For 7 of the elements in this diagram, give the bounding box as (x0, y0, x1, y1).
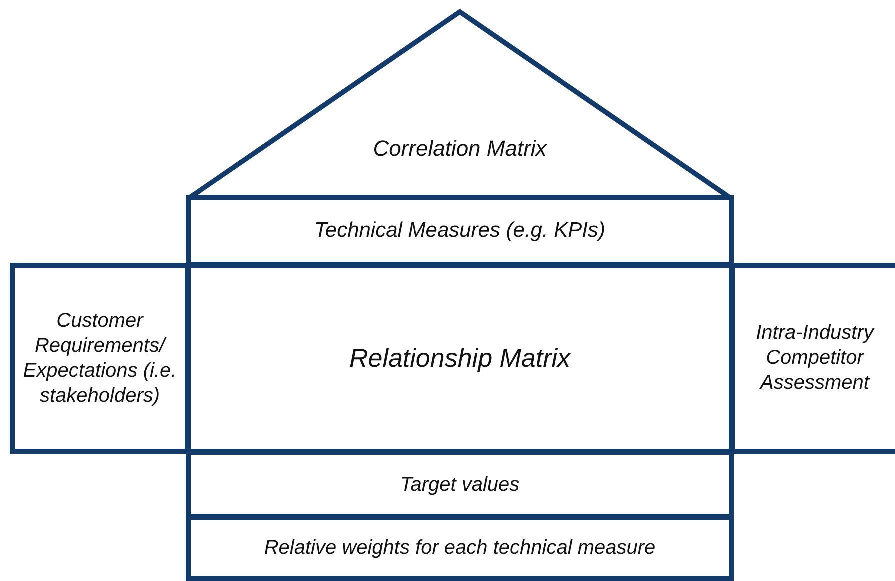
section-label: Correlation Matrix (373, 135, 547, 163)
section-label: Relationship Matrix (348, 342, 572, 375)
section-label: Customer Requirements/ Expectations (i.e. stakeholders) (23, 308, 177, 408)
section-label: Relative weights for each technical measure (264, 536, 656, 561)
section-label: Technical Measures (e.g. KPIs) (314, 218, 606, 244)
section-label: Target values (400, 472, 520, 498)
section-label: Intra-Industry Competitor Assessment (755, 321, 876, 396)
